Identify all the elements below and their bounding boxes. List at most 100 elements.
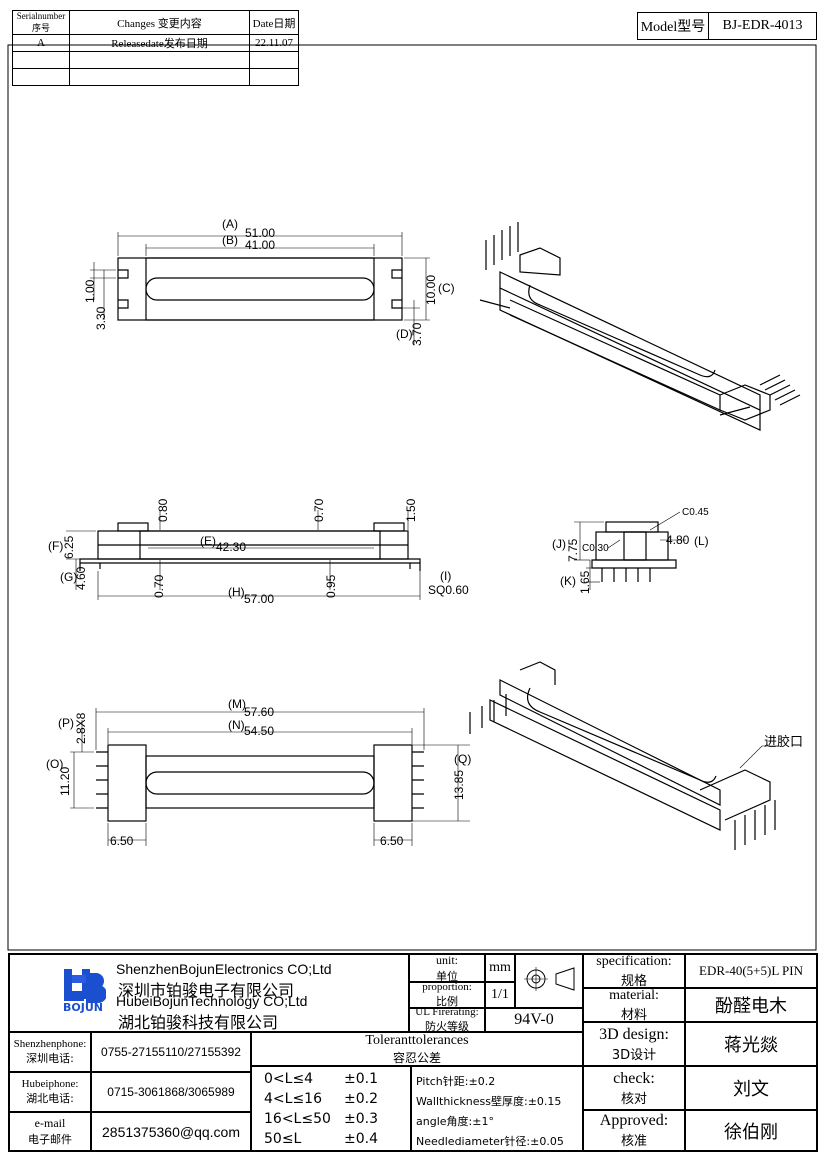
email-label: e-mail: [34, 1116, 66, 1130]
material-label: material:: [609, 987, 659, 1003]
design-label-cell: 3D design: 3D设计: [583, 1022, 685, 1066]
dim-d-value: 3.70: [410, 322, 424, 346]
dim-k-value: 1.65: [578, 570, 592, 594]
email-label-cell: e-mail 电子邮件: [9, 1112, 91, 1151]
dim-f-tag: (F): [48, 539, 64, 553]
top-view-drawing: [90, 232, 430, 345]
tol-value: ±0.3: [344, 1111, 378, 1127]
check-label-cn: 核对: [620, 1091, 647, 1107]
company-name-cn-1: 深圳市铂骏电子有限公司: [118, 981, 295, 1000]
model-box: Model型号 BJ-EDR-4013: [637, 12, 817, 40]
tolerance-notes-cell: Pitch针距:±0.2 Wallthickness壁厚度:±0.15 angl…: [411, 1066, 583, 1151]
dim-w1-value: 6.50: [110, 834, 134, 848]
side-view-drawing: [66, 510, 421, 600]
dim-c045: C0.45: [682, 507, 709, 518]
tol-range: 50≤L: [264, 1131, 302, 1147]
dim-q-tag: (Q): [454, 752, 472, 766]
dim-a-tag: (A): [222, 217, 238, 231]
dim-side-top3: 1.50: [404, 498, 418, 522]
dim-a-value: 51.00: [245, 226, 276, 240]
dim-i-tag: (I): [440, 569, 452, 583]
dim-c-tag: (C): [438, 281, 455, 295]
dim-b-value: 41.00: [245, 238, 276, 252]
hb-phone-label-cell: Hubeiphone: 湖北电话:: [9, 1072, 91, 1112]
company-name-en-1: ShenzhenBojunElectronics CO;Ltd: [116, 961, 332, 977]
rev-changes: [68, 68, 251, 86]
dim-m-tag: (M): [228, 697, 246, 711]
dim-c030: C0.30: [582, 543, 609, 554]
dim-f-value: 6.25: [62, 535, 76, 559]
dim-p-tag: (P): [58, 716, 74, 730]
dim-side-bot2: 0.95: [324, 574, 338, 598]
tolerance-title-cell: Toleranttolerances 容忍公差: [251, 1032, 583, 1066]
dim-g-value: 4.60: [74, 566, 88, 590]
dim-w2-value: 6.50: [380, 834, 404, 848]
dim-j-value: 7.75: [566, 538, 580, 562]
hb-phone-label-cn: 湖北电话:: [26, 1092, 74, 1105]
material-label-cn: 材料: [620, 1007, 647, 1023]
unit-value: mm: [485, 954, 515, 982]
approved-value: 徐伯刚: [685, 1110, 817, 1151]
tol-value: ±0.1: [344, 1071, 378, 1087]
rev-header-date: Date日期: [249, 10, 299, 35]
iso-gate-note: 进胶口: [764, 735, 804, 750]
tol-range: 16<L≤50: [264, 1111, 331, 1127]
tol-value: ±0.2: [344, 1091, 378, 1107]
check-label: check:: [613, 1069, 655, 1087]
end-view-drawing: [574, 511, 686, 590]
rev-header-changes: Changes 变更内容: [68, 10, 251, 35]
dim-j-tag: (J): [552, 537, 566, 551]
dim-k-tag: (K): [560, 574, 576, 588]
design-label-cn: 3D设计: [611, 1047, 657, 1063]
proportion-label-cn: 比例: [436, 995, 458, 1008]
dim-d-tag: (D): [396, 327, 413, 341]
ul-value: 94V-0: [485, 1008, 583, 1032]
ul-label-cell: UL Firerating: 防火等级: [409, 1006, 485, 1033]
company-name-en-2: HubeiBojunTechnology CO;Ltd: [116, 993, 308, 1009]
proportion-value: 1/1: [485, 982, 515, 1008]
tolerance-title: Toleranttolerances: [365, 1032, 469, 1048]
dim-i-value: SQ0.60: [428, 583, 469, 597]
dim-left-1: 1.00: [83, 279, 97, 303]
design-value: 蒋光燚: [685, 1022, 817, 1066]
material-value: 酚醛电木: [685, 988, 817, 1022]
dim-o-tag: (O): [46, 757, 64, 771]
dim-e-value: 42.30: [216, 540, 247, 554]
dim-side-bot1: 0.70: [152, 574, 166, 598]
title-block: BOJUN ShenzhenBojunElectronics CO;Ltd 深圳…: [8, 953, 818, 1152]
check-value: 刘文: [685, 1066, 817, 1110]
dim-e-tag: (E): [200, 534, 216, 548]
dim-h-tag: (H): [228, 585, 245, 599]
tol-note: Wallthickness壁厚度:±0.15: [416, 1095, 562, 1108]
dim-o-value: 11.20: [58, 766, 72, 796]
model-value: BJ-EDR-4013: [722, 18, 803, 33]
tol-range: 0<L≤4: [264, 1071, 314, 1087]
model-label: Model型号: [638, 13, 709, 39]
proportion-label: proportion:: [422, 981, 472, 993]
tol-note: Pitch针距:±0.2: [416, 1075, 496, 1088]
bottom-view-drawing: [70, 708, 470, 846]
dim-side-top1: 0.80: [156, 498, 170, 522]
tol-range: 4<L≤16: [264, 1091, 322, 1107]
dim-n-tag: (N): [228, 718, 245, 732]
dim-m-value: 57.60: [244, 705, 275, 719]
material-label-cell: material: 材料: [583, 987, 685, 1023]
iso-view-bottom-drawing: [469, 661, 780, 850]
ul-label-cn: 防火等级: [425, 1020, 469, 1033]
dim-c-value: 10.00: [424, 274, 438, 305]
dim-left-2: 3.30: [94, 306, 108, 330]
check-label-cell: check: 核对: [583, 1066, 685, 1110]
ul-label: UL Firerating:: [415, 1006, 479, 1018]
sz-phone-label-cell: Shenzhenphone: 深圳电话:: [9, 1032, 91, 1072]
rev-header-serial: Serialnumber序号: [12, 10, 70, 35]
dim-side-top2: 0.70: [312, 498, 326, 522]
logo-wordmark: BOJUN: [63, 1001, 103, 1014]
revision-table: Serialnumber序号 Changes 变更内容 Date日期 A Rel…: [12, 10, 299, 86]
approved-label-cn: 核准: [620, 1134, 647, 1149]
sz-phone-label: Shenzhenphone:: [13, 1038, 87, 1050]
approved-label: Approved:: [599, 1112, 669, 1129]
email-value: 2851375360@qq.com: [91, 1112, 251, 1151]
approved-label-cell: Approved: 核准: [583, 1110, 685, 1151]
spec-label-cell: specification: 规格: [583, 954, 685, 989]
